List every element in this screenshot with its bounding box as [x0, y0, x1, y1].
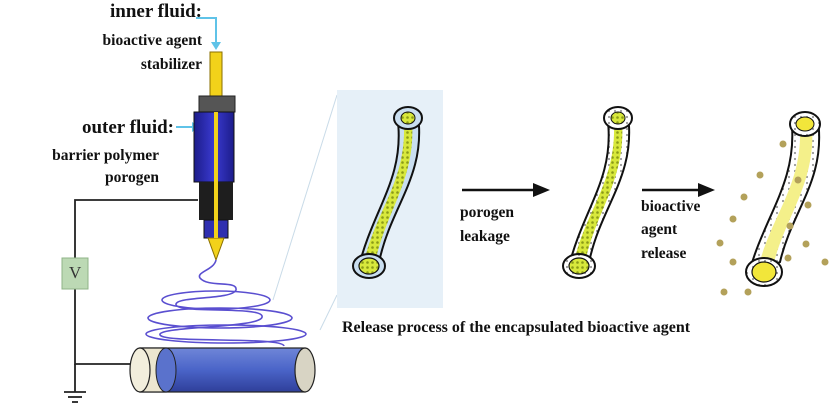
step1-line2: leakage [460, 229, 510, 245]
fiber-jet [146, 260, 306, 346]
collector-drum-icon [130, 348, 315, 392]
coaxial-needle-icon [194, 52, 235, 260]
step2-line2: agent [641, 222, 677, 238]
inner-fluid-label: inner fluid: [40, 2, 202, 21]
ground-icon [64, 392, 86, 402]
fiber-icon [746, 112, 820, 286]
inner-fluid-item-2: stabilizer [40, 57, 202, 73]
step2-line3: release [641, 246, 686, 262]
step2-line1: bioactive [641, 199, 700, 215]
step1-line1: porogen [460, 205, 514, 221]
arrow-right-icon [642, 183, 715, 197]
outer-fluid-label: outer fluid: [10, 118, 174, 137]
voltage-label: V [69, 264, 81, 281]
caption: Release process of the encapsulated bioa… [342, 320, 690, 336]
inner-fluid-item-1: bioactive agent [40, 33, 202, 49]
fiber-icon [563, 107, 632, 278]
arrow-right-icon [462, 183, 550, 197]
outer-fluid-item-2: porogen [4, 170, 159, 186]
outer-fluid-item-1: barrier polymer [4, 148, 159, 164]
